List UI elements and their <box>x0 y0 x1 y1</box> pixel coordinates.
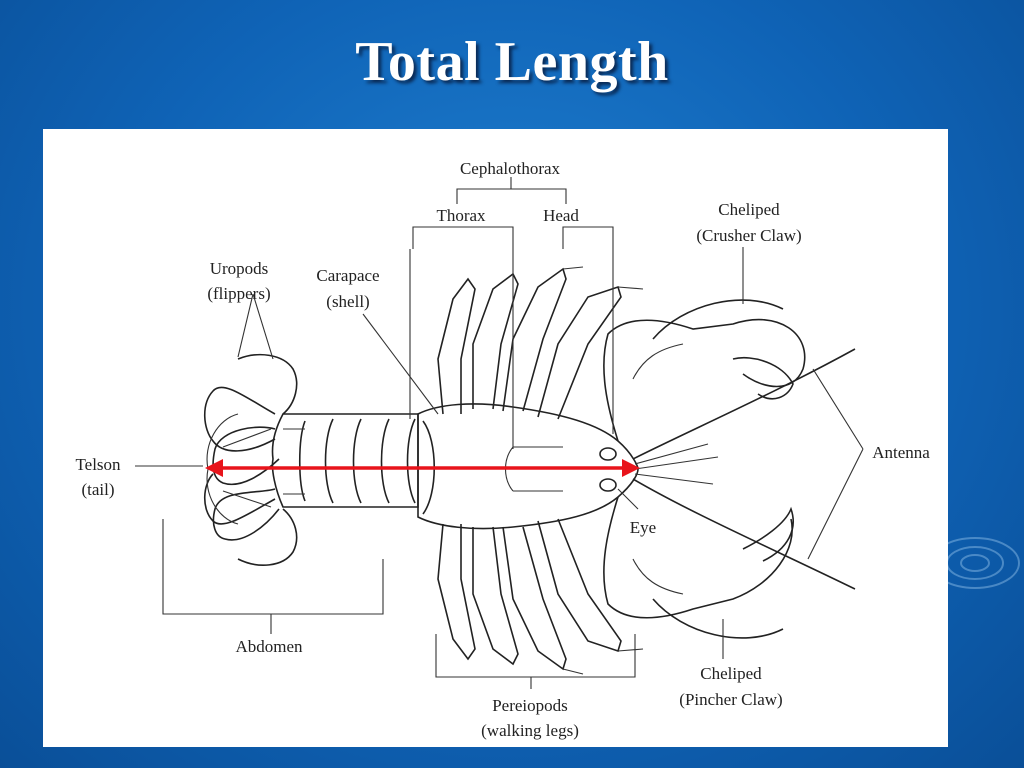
antennae <box>632 348 856 590</box>
label-cheliped-crusher-1: Cheliped <box>718 200 780 219</box>
total-length-arrow <box>205 459 640 477</box>
abdomen-segments <box>271 413 419 508</box>
crusher-claw <box>603 299 806 442</box>
label-pereiopods-1: Pereiopods <box>492 696 568 715</box>
label-carapace-2: (shell) <box>326 292 369 311</box>
label-head: Head <box>543 206 579 225</box>
slide-title: Total Length <box>355 31 669 93</box>
label-thorax: Thorax <box>436 206 486 225</box>
label-uropods-2: (flippers) <box>207 284 270 303</box>
label-cephalothorax: Cephalothorax <box>460 159 561 178</box>
carapace <box>417 403 639 530</box>
lobster-diagram-panel: Cephalothorax Thorax Head Cheliped (Crus… <box>43 129 948 747</box>
label-telson-1: Telson <box>75 455 121 474</box>
pincher-claw <box>603 496 794 639</box>
tail-fan <box>203 353 298 566</box>
annotation-lines <box>135 177 864 689</box>
label-eye: Eye <box>630 518 656 537</box>
label-abdomen: Abdomen <box>235 637 303 656</box>
walking-legs-lower <box>437 518 644 675</box>
label-carapace-1: Carapace <box>316 266 379 285</box>
label-cheliped-crusher-2: (Crusher Claw) <box>696 226 801 245</box>
label-cheliped-pincher-1: Cheliped <box>700 664 762 683</box>
eyes <box>599 447 617 492</box>
label-antenna: Antenna <box>872 443 930 462</box>
label-pereiopods-2: (walking legs) <box>481 721 579 740</box>
label-uropods-1: Uropods <box>210 259 269 278</box>
lobster-illustration <box>203 266 856 675</box>
label-telson-2: (tail) <box>81 480 114 499</box>
diagram-labels: Cephalothorax Thorax Head Cheliped (Crus… <box>75 159 930 740</box>
lobster-diagram: Cephalothorax Thorax Head Cheliped (Crus… <box>75 159 930 740</box>
walking-legs-upper <box>437 266 644 420</box>
label-cheliped-pincher-2: (Pincher Claw) <box>679 690 782 709</box>
